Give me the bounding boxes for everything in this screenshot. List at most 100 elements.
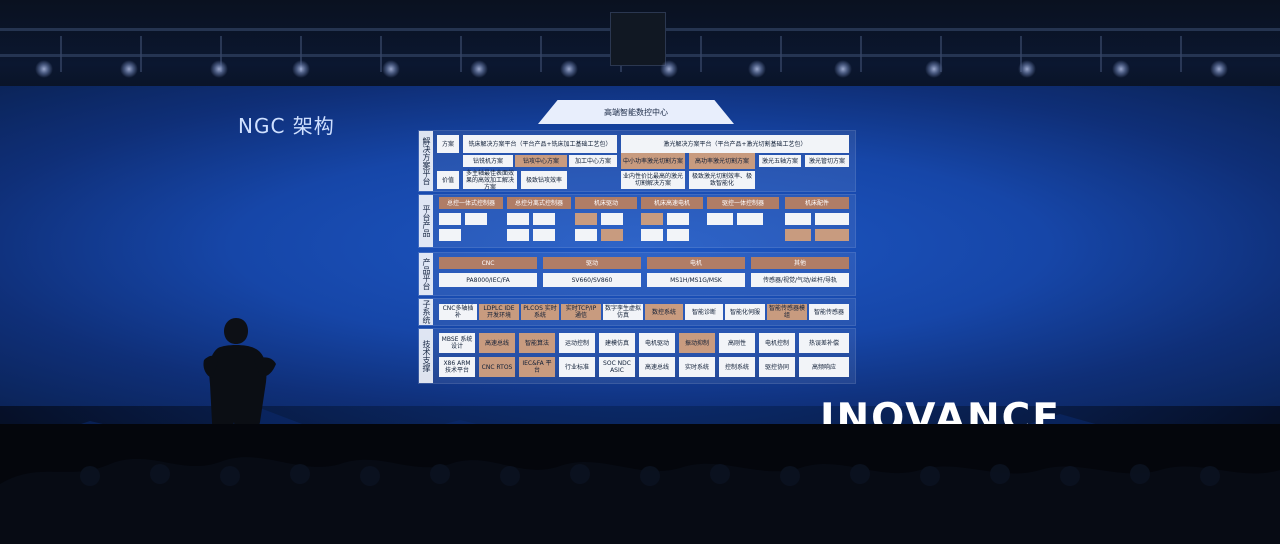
platform-chip (533, 213, 555, 225)
platform-col: 机床驱动 (575, 197, 637, 209)
stage-lights-icon (834, 60, 852, 78)
section-subsystems: 子系统 CNC多轴插补 LDPLC IDE 开发环境 PLCOS 实时系统 实时… (418, 298, 856, 326)
section-tech-support: 技术支撑 MBSE 系统设计 高速总线 智能算法 运动控制 建模仿真 电机驱动 … (418, 328, 856, 384)
tech-chip: 控制系统 (719, 357, 755, 377)
platform-chip (641, 213, 663, 225)
solution-value: 极致钻攻效率 (521, 171, 567, 189)
product-col-header: CNC (439, 257, 537, 269)
platform-col: 机床配件 (785, 197, 849, 209)
solution-platform-right: 激光解决方案平台（平台产品+激光切割基础工艺包） (621, 135, 849, 153)
section-label: 解决方案平台 (419, 131, 433, 191)
tech-chip: 高频响应 (799, 357, 849, 377)
product-col-header: 驱动 (543, 257, 641, 269)
stage-lights-icon (292, 60, 310, 78)
platform-chip (465, 213, 487, 225)
tech-chip: 高速总线 (479, 333, 515, 353)
platform-chip (575, 213, 597, 225)
tech-chip: 行业标准 (559, 357, 595, 377)
subsystem-chip: 数控系统 (645, 304, 683, 320)
solution-value: 多主轴最佳表面效果的高效加工解决方案 (463, 170, 517, 191)
tech-chip: 振动抑制 (679, 333, 715, 353)
solution-platform-left: 铣床解决方案平台（平台产品+铣床加工基础工艺包） (463, 135, 617, 153)
subsystem-chip: LDPLC IDE 开发环境 (479, 304, 519, 320)
tech-chip: 高速总线 (639, 357, 675, 377)
platform-chip (601, 213, 623, 225)
platform-chip (707, 213, 733, 225)
stage-lights-icon (120, 60, 138, 78)
section-label: 平台产品 (419, 195, 433, 247)
stage-lights-icon (925, 60, 943, 78)
platform-chip (815, 213, 849, 225)
platform-chip (785, 213, 811, 225)
tech-chip: 智能算法 (519, 333, 555, 353)
product-col-value: MS1H/MS1G/MSK (647, 273, 745, 287)
platform-col: 驱控一体控制器 (707, 197, 779, 209)
product-col-value: 传感器/视觉/气动/丝杆/导轨 (751, 273, 849, 287)
solution-value-tag: 价值 (437, 171, 459, 189)
platform-chip (439, 229, 461, 241)
stage-lights-icon (660, 60, 678, 78)
subsystem-chip: 数字孪生虚拟仿真 (603, 304, 643, 320)
solution-value: 极致激光切割效率、极致智能化 (689, 171, 755, 189)
subsystem-chip: 智能化伺服 (725, 304, 765, 320)
platform-col: 机床高速电机 (641, 197, 703, 209)
platform-chip (737, 213, 763, 225)
platform-chip (785, 229, 811, 241)
platform-chip (439, 213, 461, 225)
solution-chip: 钻铣机方案 (463, 155, 513, 167)
stage-speaker (610, 12, 666, 66)
solution-chip: 加工中心方案 (569, 155, 617, 167)
tech-chip: X86 ARM 技术平台 (439, 357, 475, 377)
tech-chip: SOC NDC ASIC (599, 357, 635, 377)
tech-chip: 运动控制 (559, 333, 595, 353)
stage-lights-icon (560, 60, 578, 78)
tech-chip: 电机驱动 (639, 333, 675, 353)
platform-chip (575, 229, 597, 241)
subsystem-chip: 智能诊断 (685, 304, 723, 320)
solution-chip: 激光管切方案 (805, 155, 849, 167)
product-col-value: PA8000/IEC/FA (439, 273, 537, 287)
tech-chip: CNC RTOS (479, 357, 515, 377)
stage-lights-icon (382, 60, 400, 78)
platform-chip (601, 229, 623, 241)
section-solution-platform: 解决方案平台 方案 铣床解决方案平台（平台产品+铣床加工基础工艺包） 激光解决方… (418, 130, 856, 192)
solution-chip: 激光五轴方案 (759, 155, 801, 167)
stage-lights-icon (1210, 60, 1228, 78)
subsystem-chip: 智能传感器模组 (767, 304, 807, 320)
solution-left-tag: 方案 (437, 135, 459, 153)
section-label: 技术支撑 (419, 329, 433, 383)
stage-lights-icon (748, 60, 766, 78)
slide-title: NGC 架构 (238, 114, 335, 138)
stage-lights-icon (470, 60, 488, 78)
section-product-platform: 产品平台 CNC 驱动 电机 其他 PA8000/IEC/FA SV660/SV… (418, 252, 856, 296)
lighting-truss (0, 0, 1280, 92)
platform-chip (507, 213, 529, 225)
stage-lights-icon (1018, 60, 1036, 78)
solution-chip: 中小功率激光切割方案 (621, 153, 685, 169)
solution-value: 业内性价比最高的激光切割解决方案 (621, 171, 685, 189)
tech-chip: 热误差补偿 (799, 333, 849, 353)
platform-chip (533, 229, 555, 241)
diagram-header: 高端智能数控中心 (538, 100, 734, 124)
platform-chip (815, 229, 849, 241)
platform-col: 总控一体式控制器 (439, 197, 503, 209)
section-label: 子系统 (419, 299, 433, 325)
subsystem-chip: PLCOS 实时系统 (521, 304, 559, 320)
section-label: 产品平台 (419, 253, 433, 295)
platform-chip (641, 229, 663, 241)
platform-col: 总控分离式控制器 (507, 197, 571, 209)
tech-chip: 高刚性 (719, 333, 755, 353)
platform-chip (507, 229, 529, 241)
tech-chip: 电机控制 (759, 333, 795, 353)
subsystem-chip: CNC多轴插补 (439, 304, 477, 320)
product-col-header: 其他 (751, 257, 849, 269)
platform-chip (667, 229, 689, 241)
section-platform-products: 平台产品 总控一体式控制器 总控分离式控制器 机床驱动 机床高速电机 驱控一体控… (418, 194, 856, 248)
tech-chip: IEC&FA 平台 (519, 357, 555, 377)
tech-chip: MBSE 系统设计 (439, 333, 475, 353)
solution-chip: 高功率激光切割方案 (689, 153, 755, 169)
platform-chip (667, 213, 689, 225)
product-col-value: SV660/SV860 (543, 273, 641, 287)
subsystem-chip: 实时TCP/IP 通信 (561, 304, 601, 320)
